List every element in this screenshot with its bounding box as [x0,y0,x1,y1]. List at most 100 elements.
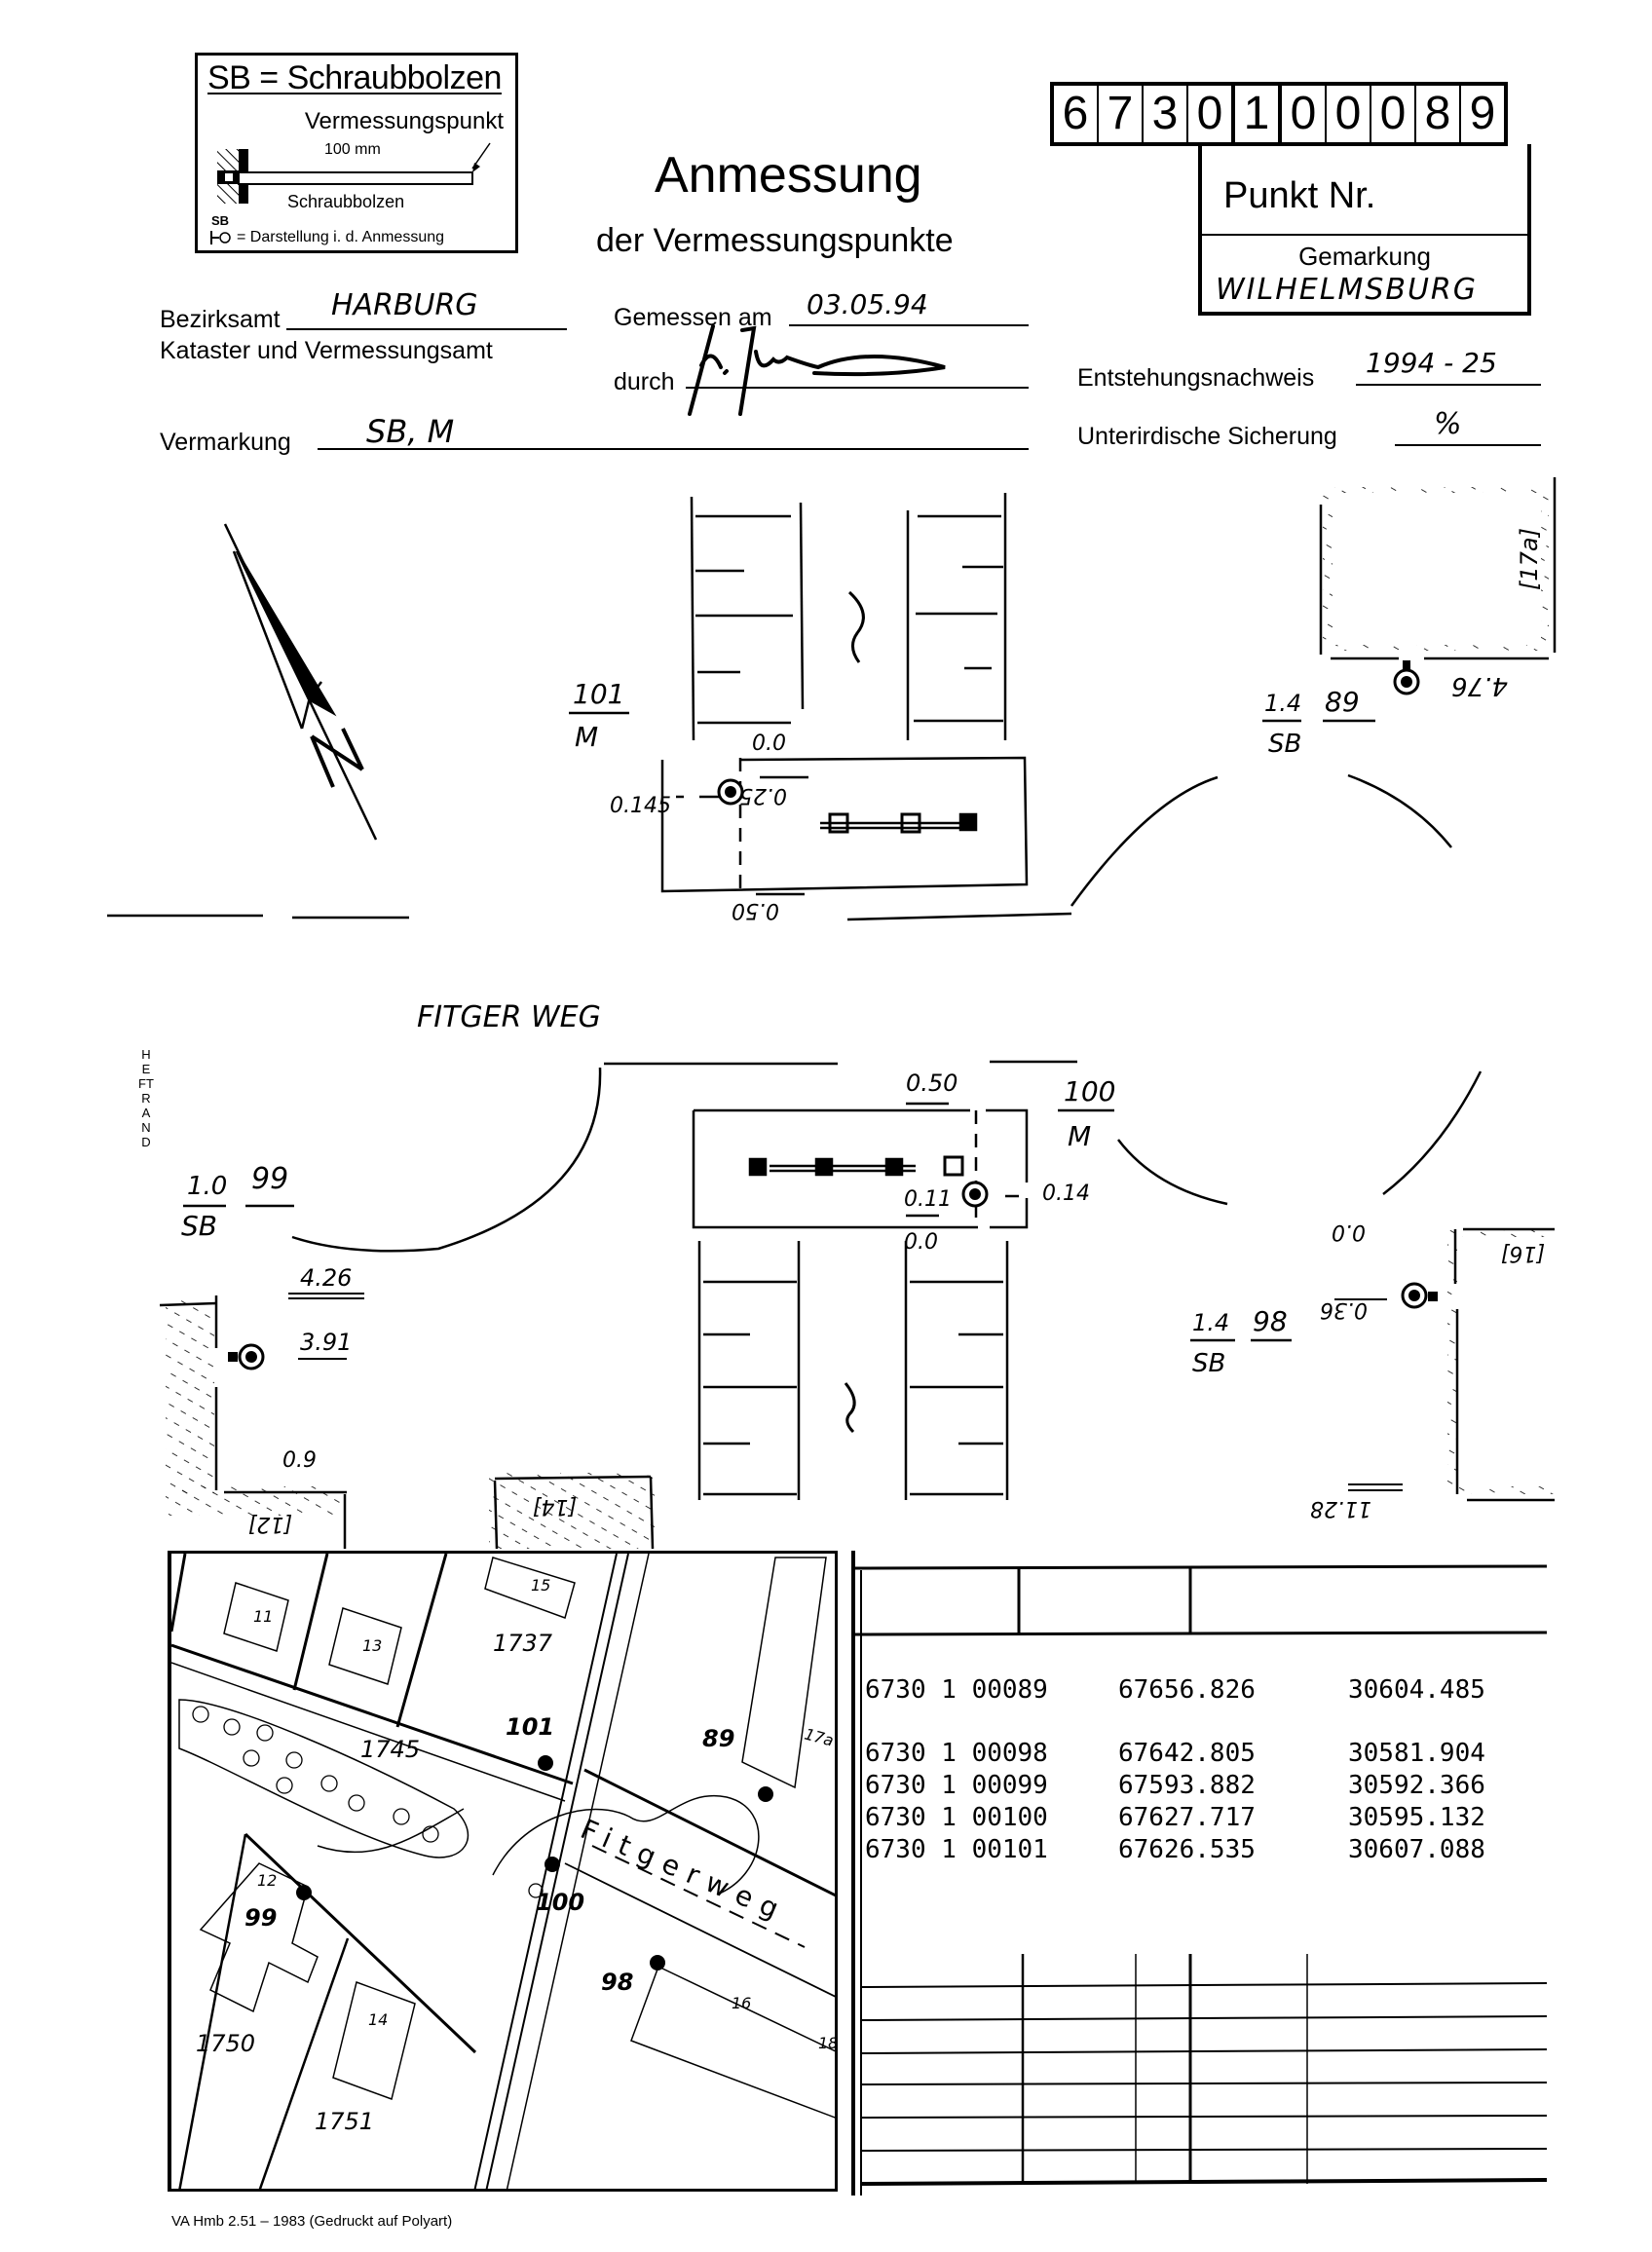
survey-point-101 [717,778,744,806]
map-parcel-1751: 1751 [315,2108,374,2135]
p99-d3: 0.9 [282,1448,317,1473]
p100-d-inner: 0.11 [904,1187,952,1212]
legend-symbol-desc: = Darstellung i. d. Anmessung [237,229,445,245]
table-grid [851,1551,1547,2196]
coord-x: 67593.882 [1118,1771,1256,1800]
signature-icon [688,324,946,416]
coord-y: 30581.904 [1348,1739,1485,1768]
vermarkung-value: SB, M [366,413,455,450]
p100-num: 100 [1064,1075,1115,1107]
map-label-89: 89 [702,1725,734,1752]
p98-house: [16] [1501,1241,1545,1265]
p89-num: 89 [1325,686,1360,718]
punkt-digit: 9 [1469,88,1496,139]
cadastral-map: 11 13 15 17a 12 14 16 18 1737 1745 1750 … [168,1551,838,2192]
coord-row: 6730 1 00098 67642.805 30581.904 [865,1739,1485,1768]
coord-y: 30595.132 [1348,1803,1485,1832]
p101-d-top: 0.0 [752,732,786,756]
p98-num: 98 [1253,1305,1288,1337]
sicherung-value: % [1434,407,1462,441]
bolt-diagram-icon [210,142,491,244]
bezirksamt-value: HARBURG [331,288,478,322]
map-house-14: 14 [368,2010,388,2029]
p89-height: 1.4 [1264,690,1301,717]
sicherung-field[interactable] [1395,444,1541,446]
p101-d-right: 0.25 [739,783,787,807]
map-label-98: 98 [601,1969,633,1996]
legend-length: 100 mm [324,141,381,158]
legend-bolt-label: Schraubbolzen [287,192,405,211]
gemessen-field[interactable] [789,324,1029,326]
p98-d-mid: 0.36 [1320,1297,1368,1322]
p89-dist: 4.76 [1451,671,1508,700]
map-point-89 [758,1786,773,1802]
bezirksamt-field[interactable] [286,328,567,330]
p100-type: M [1068,1120,1091,1152]
gemarkung-value: WILHELMSBURG [1216,273,1479,307]
vermarkung-field[interactable] [318,448,1029,450]
p100-d-top: 0.50 [906,1070,957,1097]
p98-type: SB [1192,1349,1225,1378]
p89-type: SB [1268,730,1301,759]
map-point-99 [296,1885,312,1900]
coord-id: 6730 1 00089 [865,1675,1048,1705]
p98-d-top: 0.0 [1332,1220,1366,1244]
punkt-digit: 8 [1416,86,1461,142]
page-subtitle: der Vermessungspunkte [596,222,954,259]
divider [1202,234,1527,236]
map-house-18: 18 [818,2034,838,2052]
survey-sketch: FITGER WEG 101 M 0.0 0.145 0.25 0.50 1.4… [107,477,1557,1549]
coord-y: 30592.366 [1348,1771,1485,1800]
map-label-99: 99 [244,1904,277,1932]
punkt-panel: Punkt Nr. Gemarkung WILHELMSBURG [1198,144,1531,316]
bezirksamt-label: Bezirksamt [160,306,281,333]
legend-point-label: Vermessungspunkt [304,108,504,134]
map-parcel-1737: 1737 [493,1630,553,1657]
map-house-13: 13 [362,1636,382,1655]
coord-x: 67656.826 [1118,1675,1256,1705]
entstehung-value: 1994 - 25 [1366,347,1497,379]
punkt-number-boxes: 6 7 3 0 1 0 0 0 8 9 [1050,82,1508,146]
form-footer: VA Hmb 2.51 – 1983 (Gedruckt auf Polyart… [171,2213,453,2230]
map-house-17a: 17a [803,1724,836,1749]
map-house-16: 16 [732,1994,751,2012]
p99-d1: 4.26 [300,1264,352,1292]
punkt-digit: 3 [1144,86,1188,142]
coord-x: 67642.805 [1118,1739,1256,1768]
survey-point-100 [961,1181,989,1208]
coord-id: 6730 1 00100 [865,1803,1048,1832]
p98-height: 1.4 [1192,1309,1229,1336]
p100-d-right: 0.14 [1042,1182,1090,1206]
punkt-digit: 0 [1282,86,1327,142]
p99-type: SB [181,1210,217,1242]
coord-y: 30604.485 [1348,1675,1485,1705]
survey-point-98 [1401,1282,1438,1309]
entstehung-field[interactable] [1356,384,1541,386]
map-drawing: 11 13 15 17a 12 14 16 18 1737 1745 1750 … [171,1554,838,2189]
p101-type: M [575,721,598,753]
p98-d-bottom: 11.28 [1310,1496,1371,1520]
coord-x: 67627.717 [1118,1803,1256,1832]
punkt-digit: 0 [1327,86,1371,142]
heftrand-label: HEFTRAND [138,1047,154,1149]
coord-x: 67626.535 [1118,1835,1256,1864]
durch-label: durch [614,368,675,395]
legend-box: SB = Schraubbolzen Vermessungspunkt 100 … [195,53,518,253]
page-title: Anmessung [655,147,922,204]
coord-row: 6730 1 00100 67627.717 30595.132 [865,1803,1485,1832]
north-arrow-icon [223,523,378,841]
durch-field[interactable] [686,387,1029,389]
coord-id: 6730 1 00098 [865,1739,1048,1768]
map-house-11: 11 [253,1607,273,1626]
p89-house: [17a] [1516,528,1543,590]
legend-title: SB = Schraubbolzen [207,59,502,96]
map-point-101 [538,1755,553,1771]
p99-height: 1.0 [187,1172,227,1201]
kataster-label: Kataster und Vermessungsamt [160,337,493,364]
p99-num: 99 [251,1162,288,1196]
p101-d-left: 0.145 [610,794,671,818]
map-parcel-1750: 1750 [196,2030,255,2057]
map-house-15: 15 [531,1576,550,1595]
